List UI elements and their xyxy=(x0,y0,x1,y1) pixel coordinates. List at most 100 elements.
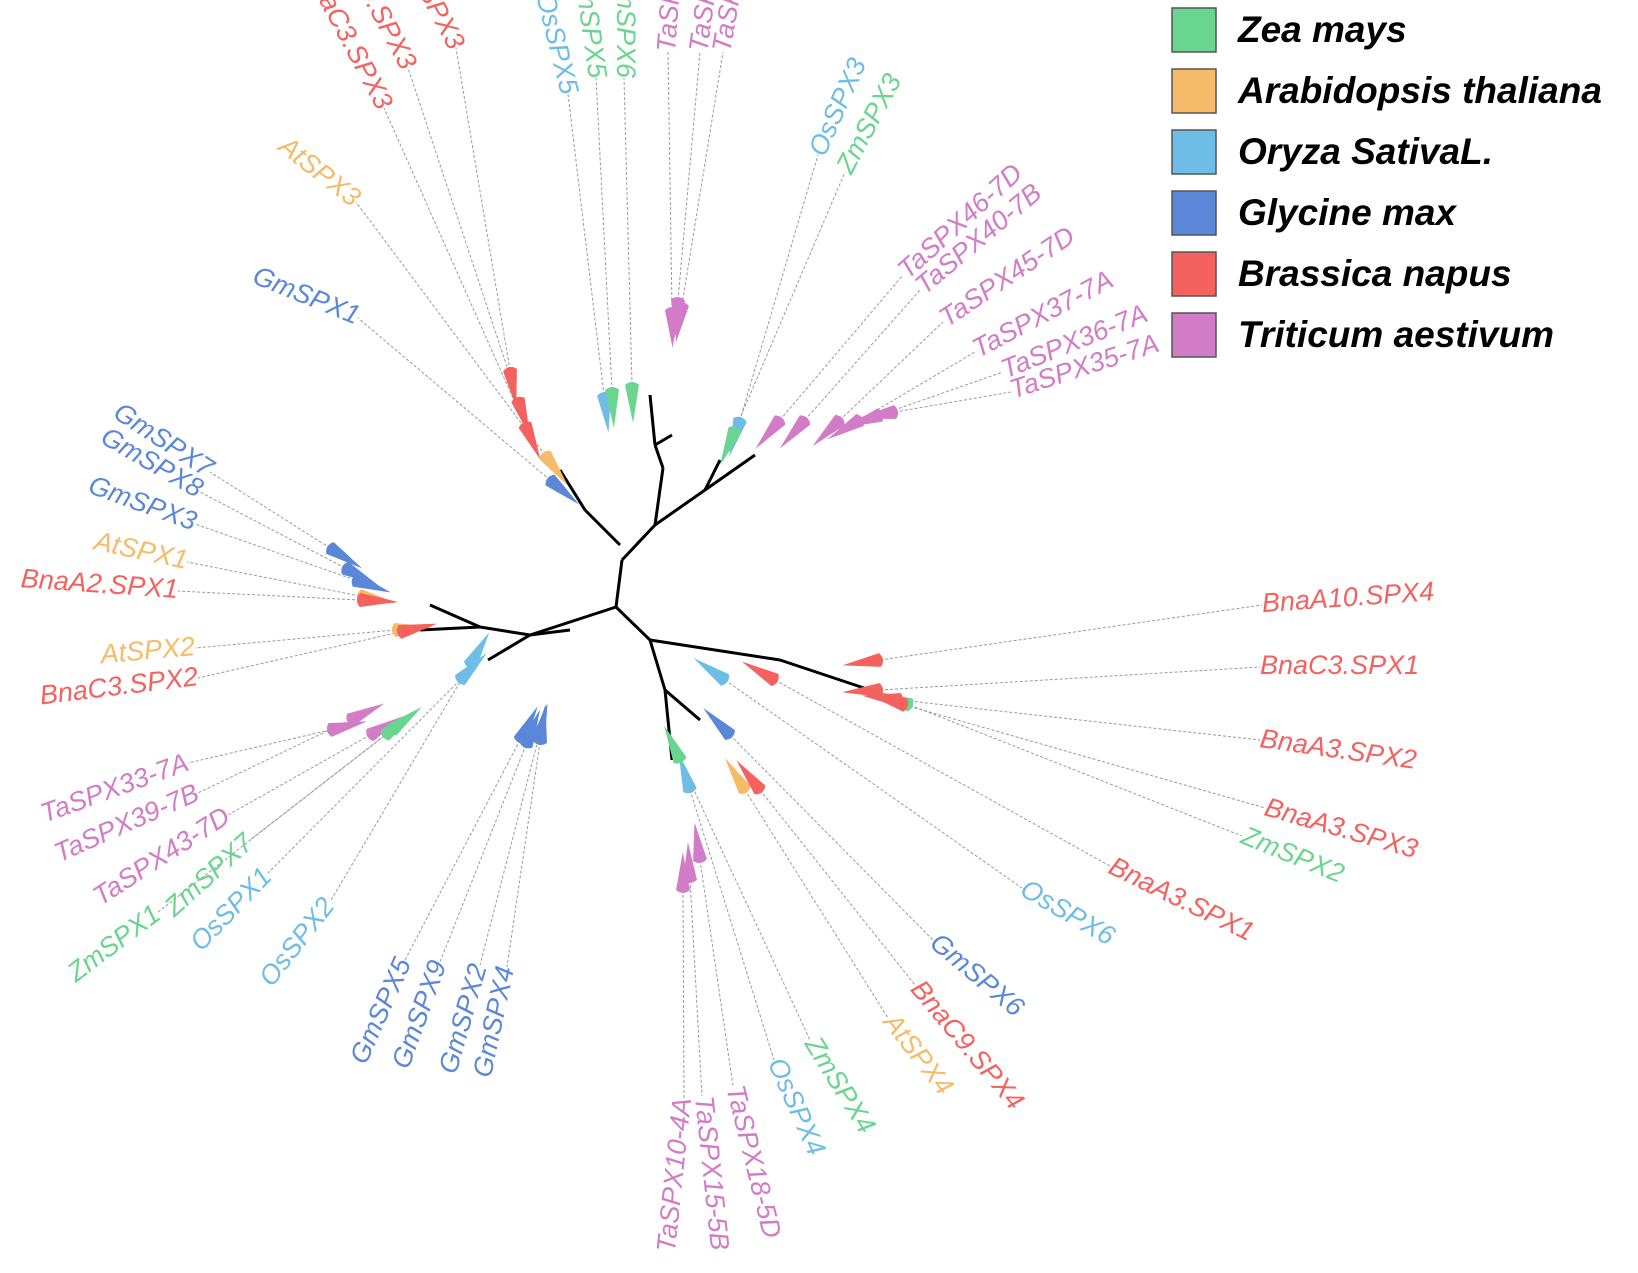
leaf-branch xyxy=(387,706,423,736)
leaf-connector xyxy=(227,734,371,816)
leaf-connector xyxy=(623,77,633,386)
legend-label: Brassica napus xyxy=(1238,253,1512,294)
leaf-connector xyxy=(355,201,546,456)
internal-branch xyxy=(654,488,706,527)
leaf-branch xyxy=(518,421,541,460)
leaf-branch xyxy=(703,707,735,740)
leaf-label: AtSPX1 xyxy=(90,525,191,574)
leaf-branch xyxy=(779,415,811,449)
leaf-connector xyxy=(197,631,401,679)
leaf-connector xyxy=(455,47,511,371)
leaf-connector xyxy=(329,664,471,903)
leaf-connector xyxy=(357,317,551,481)
leaf-connector xyxy=(679,759,811,1041)
leaf-connector xyxy=(729,734,934,941)
leaf-label: OsSPX6 xyxy=(1015,873,1121,951)
leaf-branch xyxy=(463,632,490,669)
leaf-branch xyxy=(693,658,730,686)
leaf-branch xyxy=(533,704,547,746)
leaf-branch xyxy=(519,709,541,749)
internal-branch xyxy=(779,658,871,692)
leaf-connector xyxy=(209,471,331,549)
leaf-connector xyxy=(677,51,701,301)
legend-swatch xyxy=(1171,7,1217,53)
leaf-label: OsSPX2 xyxy=(253,892,340,992)
internal-branch xyxy=(648,639,667,691)
internal-branch xyxy=(653,444,665,469)
legend-label: Oryza SativaL. xyxy=(1238,131,1493,172)
leaf-connector xyxy=(187,729,331,764)
leaf-label: TaSPX2-2A xyxy=(706,0,760,54)
internal-branch xyxy=(654,433,673,447)
legend-swatch xyxy=(1171,312,1217,358)
leaf-connector xyxy=(774,679,1111,867)
leaf-connector xyxy=(724,679,1023,889)
legend-swatch xyxy=(1171,68,1217,114)
leaf-branch xyxy=(539,450,568,486)
leaf-branch xyxy=(326,721,368,737)
internal-branch xyxy=(529,628,571,637)
leaf-connector xyxy=(759,789,916,986)
leaf-connector xyxy=(407,67,519,401)
leaf-branch xyxy=(663,725,687,764)
leaf-connector xyxy=(804,289,921,421)
leaf-connector xyxy=(404,739,521,961)
internal-branch xyxy=(558,469,587,511)
internal-branch xyxy=(614,605,652,642)
leaf-label: BnaC3.SPX2 xyxy=(38,661,200,710)
leaf-connector xyxy=(689,789,775,1061)
leaf-branch xyxy=(341,561,379,586)
leaf-label: BnaA3.SPX2 xyxy=(1258,723,1418,775)
legend-label: Triticum aestivum xyxy=(1238,314,1554,355)
leaf-label: GmSPX1 xyxy=(249,260,365,330)
internal-branch xyxy=(614,559,624,608)
leaf-branch xyxy=(724,757,751,794)
leaf-connector xyxy=(383,107,526,426)
internal-branch xyxy=(620,523,657,562)
leaf-connector xyxy=(899,699,1261,741)
leaf-branch xyxy=(545,474,580,505)
leaf-branch xyxy=(693,822,707,864)
internal-branch xyxy=(649,638,781,662)
leaf-branch xyxy=(597,391,611,433)
internal-branch xyxy=(419,625,481,632)
leaf-connector xyxy=(839,321,944,421)
leaf-connector xyxy=(194,629,396,649)
internal-branch xyxy=(653,467,665,526)
leaf-label: BnaC3.SPX1 xyxy=(1260,650,1419,680)
leaf-branch xyxy=(455,653,487,685)
internal-branch xyxy=(529,605,617,637)
leaf-connector xyxy=(199,491,346,569)
leaf-label: ZmSPX6 xyxy=(611,0,641,79)
internal-branch xyxy=(479,625,531,637)
leaf-branch xyxy=(605,386,619,428)
leaf-connector xyxy=(439,744,527,963)
leaf-connector xyxy=(682,889,685,1099)
leaf-connector xyxy=(904,704,1266,809)
leaf-connector xyxy=(879,666,1261,691)
leaf-branch xyxy=(676,852,690,894)
legend-label: Glycine max xyxy=(1238,192,1457,233)
leaf-branch xyxy=(503,366,517,408)
leaf-branch xyxy=(356,593,398,607)
leaf-connector xyxy=(479,739,539,966)
leaf-branch xyxy=(678,753,697,794)
leaf-branch xyxy=(675,301,689,343)
leaf-branch xyxy=(513,706,538,744)
leaf-branch xyxy=(842,683,884,697)
leaf-label: ZmSPX1 xyxy=(61,899,166,989)
legend-swatch xyxy=(1171,251,1217,297)
leaf-connector xyxy=(194,523,356,581)
leaf-branch xyxy=(827,413,864,440)
leaf-connector xyxy=(909,704,1243,837)
leaf-connector xyxy=(879,371,1004,416)
leaf-branch xyxy=(683,842,697,884)
leaf-branch xyxy=(857,405,899,419)
leaf-branch xyxy=(346,703,385,727)
legend-swatch xyxy=(1171,190,1217,236)
leaf-connector xyxy=(699,859,734,1087)
leaf-branch xyxy=(326,542,363,569)
leaf-label: BnaA10.SPX4 xyxy=(1261,576,1435,618)
